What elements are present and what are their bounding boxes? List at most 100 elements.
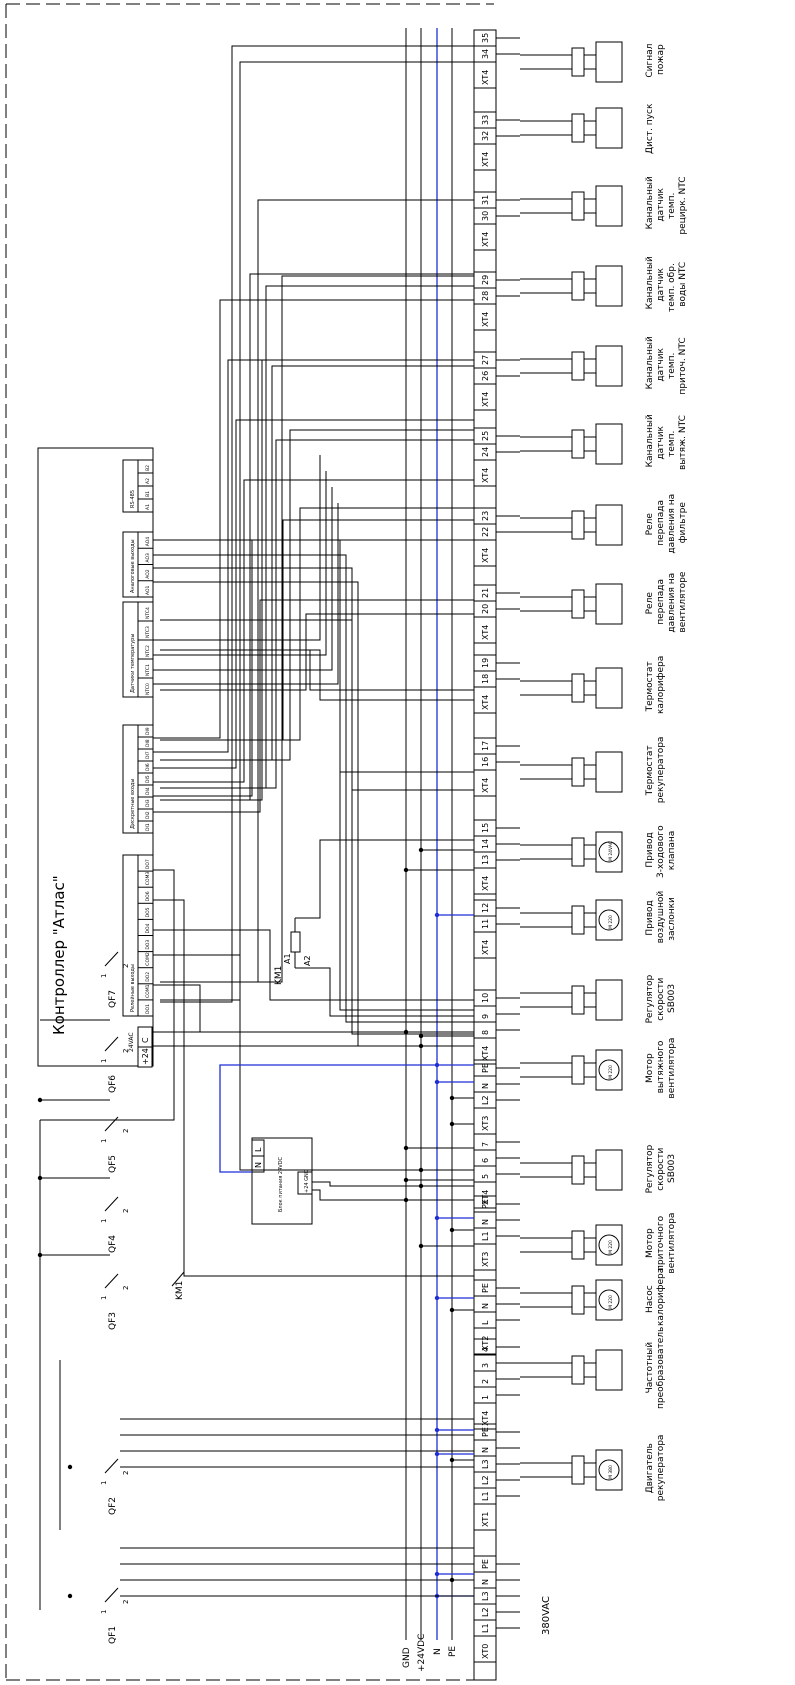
- terminal-label: L1: [481, 1623, 490, 1633]
- controller-terminal: B2: [145, 465, 151, 471]
- terminal-label: 19: [481, 658, 490, 668]
- terminal-label: 27: [481, 355, 490, 365]
- terminal-block-name: XT4: [481, 1411, 490, 1426]
- device-label: Дист. пуск: [645, 103, 655, 154]
- controller-terminal: DI6: [145, 763, 151, 771]
- controller-terminal: NTC2: [145, 645, 151, 657]
- device-label: Мотор: [645, 1053, 655, 1083]
- psu-in-n: N: [254, 1162, 263, 1168]
- terminal-label: L: [481, 1320, 490, 1325]
- device-label: вентилятора: [667, 1038, 677, 1099]
- svg-text:2: 2: [122, 1049, 130, 1053]
- svg-text:1: 1: [100, 1139, 108, 1143]
- controller-power-c: C: [141, 1037, 150, 1043]
- device-label: воды NTC: [678, 262, 688, 307]
- controller-terminal: DI8: [145, 739, 151, 747]
- motor-mark: М 380: [608, 1465, 614, 1479]
- controller-group-name: Аналоговые выходы: [130, 539, 136, 593]
- device-label: Мотор: [645, 1228, 655, 1258]
- terminal-label: 23: [481, 511, 490, 521]
- device-label: преобразователь: [656, 1327, 666, 1409]
- device-label: датчик: [656, 267, 666, 301]
- svg-text:1: 1: [100, 974, 108, 978]
- motor-mark: М 220: [608, 915, 614, 929]
- bus-label-24vdc: +24VDC: [417, 1634, 427, 1672]
- svg-text:1: 1: [100, 1610, 108, 1614]
- device-label: Термостат: [645, 745, 655, 796]
- bus-label-pe: PE: [448, 1646, 458, 1657]
- device-label: приточного: [656, 1215, 666, 1271]
- terminal-block-name: XT4: [481, 312, 490, 327]
- controller-group-name: Датчики температуры: [130, 634, 136, 693]
- terminal-label: 9: [481, 1014, 490, 1019]
- psu-out: +24 GND: [304, 1169, 310, 1193]
- controller-terminal: DO1: [145, 1004, 151, 1014]
- device-label: рецирк. NTC: [678, 177, 688, 235]
- terminal-label: 24: [481, 447, 490, 457]
- terminal-label: L3: [481, 1459, 490, 1469]
- device-label: SB003: [667, 1154, 677, 1183]
- controller-terminal: DI4: [145, 787, 151, 795]
- terminal-label: 8: [481, 1030, 490, 1035]
- device-label: Регулятор: [645, 974, 655, 1023]
- terminal-label: 26: [481, 371, 490, 381]
- terminal-block-name: XT4: [481, 232, 490, 247]
- motor-mark: М 220: [608, 1295, 614, 1309]
- terminal-label: 2: [481, 1379, 490, 1384]
- terminal-label: 5: [481, 1174, 490, 1179]
- controller-terminal: COM1: [145, 984, 151, 998]
- terminal-block-name: XT4: [481, 1190, 490, 1205]
- controller-terminal: B1: [145, 491, 151, 497]
- controller-group-name: Дискретные входы: [130, 779, 136, 829]
- terminal-block-name: XT3: [481, 1116, 490, 1131]
- svg-text:2: 2: [122, 1471, 130, 1475]
- controller-terminal: COM3: [145, 872, 151, 886]
- terminal-label: L1: [481, 1231, 490, 1241]
- terminal-label: 32: [481, 131, 490, 141]
- svg-text:1: 1: [100, 1296, 108, 1300]
- device-label: вентилятора: [667, 1213, 677, 1274]
- device-label: рекуператора: [656, 1435, 666, 1502]
- terminal-label: N: [481, 1219, 490, 1225]
- device-label: Частотный: [645, 1342, 655, 1394]
- device-label: датчик: [656, 187, 666, 221]
- terminal-label: 6: [481, 1158, 490, 1163]
- terminal-label: 21: [481, 588, 490, 598]
- device-label: скорости: [656, 1147, 666, 1190]
- breaker-label: QF7: [108, 990, 118, 1008]
- terminal-label: 3: [481, 1363, 490, 1368]
- device-label: темп. обр.: [667, 263, 677, 312]
- device-label: Термостат: [645, 661, 655, 712]
- device-label: Канальный: [645, 414, 655, 467]
- controller-terminal: AO2: [145, 569, 151, 579]
- terminal-label: 22: [481, 527, 490, 537]
- terminal-label: 18: [481, 674, 490, 684]
- terminal-block-name: XT4: [481, 70, 490, 85]
- breaker-label: QF6: [108, 1075, 118, 1093]
- breaker-label: QF2: [108, 1497, 118, 1515]
- contactor-km1-coil: KM1 A1 A2: [274, 918, 312, 985]
- sheet-frame: [5, 3, 494, 1681]
- svg-text:1: 1: [100, 1059, 108, 1063]
- device-label: Канальный: [645, 336, 655, 389]
- terminal-label: PE: [481, 1427, 490, 1437]
- device-label: 3-ходового: [656, 825, 666, 878]
- controller-terminal: DI3: [145, 799, 151, 807]
- terminal-label: 1: [481, 1395, 490, 1400]
- device-label: Регулятор: [645, 1144, 655, 1193]
- device-label: воздушной: [656, 891, 666, 944]
- terminal-label: 10: [481, 993, 490, 1003]
- motor-mark: М 220: [608, 1065, 614, 1079]
- km1-a1: A1: [283, 953, 292, 964]
- device-label: Насос: [645, 1285, 655, 1313]
- controller-terminal: DO5: [145, 907, 151, 917]
- device-label: вытяж. NTC: [678, 415, 688, 470]
